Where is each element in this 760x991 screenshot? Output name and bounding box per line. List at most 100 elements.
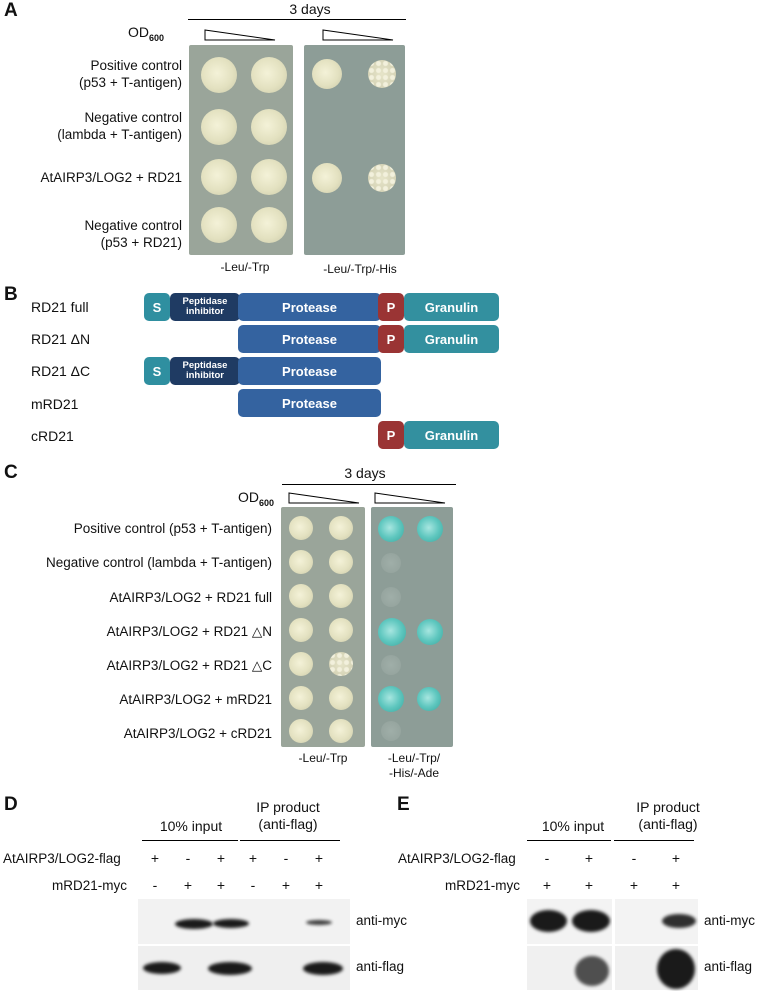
- panel-a-row-label: Negative control (p53 + RD21): [2, 217, 182, 251]
- panel-c-row-label: AtAIRP3/LOG2 + mRD21: [119, 692, 272, 707]
- domain-protease: Protease: [238, 325, 381, 353]
- sign: +: [281, 877, 291, 893]
- sign: -: [250, 877, 256, 893]
- domain-protease: Protease: [238, 293, 381, 321]
- row-label-line: Negative control: [84, 218, 182, 233]
- sign: +: [150, 850, 160, 866]
- row-label-line: Negative control: [84, 110, 182, 125]
- input-bar: [527, 840, 611, 841]
- panel-a-label: A: [4, 0, 18, 21]
- dilution-wedge-icon: [322, 29, 394, 41]
- colony: [251, 207, 287, 243]
- colony: [289, 719, 313, 743]
- plate-c1-label: -Leu/-Trp: [298, 751, 348, 765]
- pi-line: Peptidase: [182, 296, 228, 307]
- domain-granulin: Granulin: [404, 421, 499, 449]
- ip-bar: [614, 840, 694, 841]
- od-subscript: 600: [149, 32, 165, 43]
- colony: [417, 619, 443, 645]
- domain-granulin: Granulin: [404, 325, 499, 353]
- plate-label-line: -His/-Ade: [388, 766, 439, 780]
- domain-proline: P: [378, 325, 404, 353]
- domain-signal: S: [144, 357, 170, 385]
- panel-c-row-label: Positive control (p53 + T-antigen): [73, 521, 272, 536]
- input-bar: [142, 840, 238, 841]
- od-text: OD: [238, 489, 259, 505]
- colony: [378, 686, 404, 712]
- input-label: 10% input: [541, 818, 605, 834]
- plate-a1-label: -Leu/-Trp: [220, 260, 270, 274]
- row-label-flag: AtAIRP3/LOG2-flag: [398, 851, 516, 866]
- panel-a-od-label: OD600: [128, 24, 164, 43]
- od-subscript: 600: [259, 497, 275, 508]
- colony: [251, 109, 287, 145]
- band: [657, 949, 695, 989]
- colony: [417, 516, 443, 542]
- panel-e-label: E: [397, 794, 410, 815]
- ip-label-line: IP product: [636, 799, 700, 815]
- blot-anti-myc: [527, 899, 698, 944]
- band: [572, 910, 610, 932]
- antibody-label: anti-myc: [356, 913, 408, 928]
- colony: [381, 553, 401, 573]
- sign: -: [631, 850, 637, 866]
- band: [208, 962, 252, 975]
- sign: +: [542, 877, 552, 893]
- sign: +: [671, 877, 681, 893]
- plate-c2-label: -Leu/-Trp/ -His/-Ade: [366, 751, 462, 781]
- colony: [368, 60, 396, 88]
- panel-c-row-label: AtAIRP3/LOG2 + RD21 △N: [106, 624, 272, 639]
- row-label-line: (lambda + T-antigen): [57, 127, 182, 142]
- od-text: OD: [128, 24, 149, 40]
- panel-b-label: B: [4, 284, 18, 305]
- construct-label: RD21 ΔN: [31, 331, 91, 347]
- colony: [368, 164, 396, 192]
- plate-leu-trp: [281, 507, 365, 747]
- band: [213, 919, 249, 928]
- band: [306, 920, 332, 925]
- colony: [289, 686, 313, 710]
- panel-c-time-bar: [282, 484, 456, 485]
- band: [575, 956, 609, 986]
- colony: [289, 516, 313, 540]
- colony: [417, 687, 441, 711]
- colony: [201, 57, 237, 93]
- band: [530, 910, 567, 932]
- colony: [312, 59, 342, 89]
- ip-label-line: (anti-flag): [258, 816, 318, 832]
- panel-c-row-label: Negative control (lambda + T-antigen): [46, 555, 272, 570]
- pi-line: inhibitor: [185, 370, 224, 381]
- pi-line: Peptidase: [182, 360, 228, 371]
- colony: [289, 584, 313, 608]
- colony: [381, 721, 401, 741]
- panel-c-row-label: AtAIRP3/LOG2 + RD21 full: [109, 590, 272, 605]
- colony: [201, 109, 237, 145]
- sign: +: [584, 877, 594, 893]
- sign: +: [248, 850, 258, 866]
- domain-proline: P: [378, 293, 404, 321]
- domain-protease: Protease: [238, 389, 381, 417]
- row-label-line: Positive control: [90, 58, 182, 73]
- colony: [289, 652, 313, 676]
- panel-c-row-label: AtAIRP3/LOG2 + cRD21: [123, 726, 272, 741]
- row-label-myc: mRD21-myc: [445, 878, 521, 893]
- ip-label-line: IP product: [256, 799, 320, 815]
- colony: [251, 159, 287, 195]
- plate-a2-label: -Leu/-Trp/-His: [323, 262, 397, 276]
- panel-c-row-label: AtAIRP3/LOG2 + RD21 △C: [106, 658, 272, 673]
- antibody-label: anti-flag: [356, 959, 405, 974]
- colony: [312, 163, 342, 193]
- panel-d-label: D: [4, 794, 18, 815]
- ip-bar: [240, 840, 340, 841]
- row-label-myc: mRD21-myc: [52, 878, 128, 893]
- panel-a-row-label: Negative control (lambda + T-antigen): [2, 109, 182, 143]
- blot-divider: [612, 899, 615, 944]
- domain-signal: S: [144, 293, 170, 321]
- domain-proline: P: [378, 421, 404, 449]
- construct-label: RD21 full: [31, 299, 89, 315]
- band: [662, 914, 696, 928]
- colony: [378, 516, 404, 542]
- panel-a-row-label: AtAIRP3/LOG2 + RD21: [2, 169, 182, 186]
